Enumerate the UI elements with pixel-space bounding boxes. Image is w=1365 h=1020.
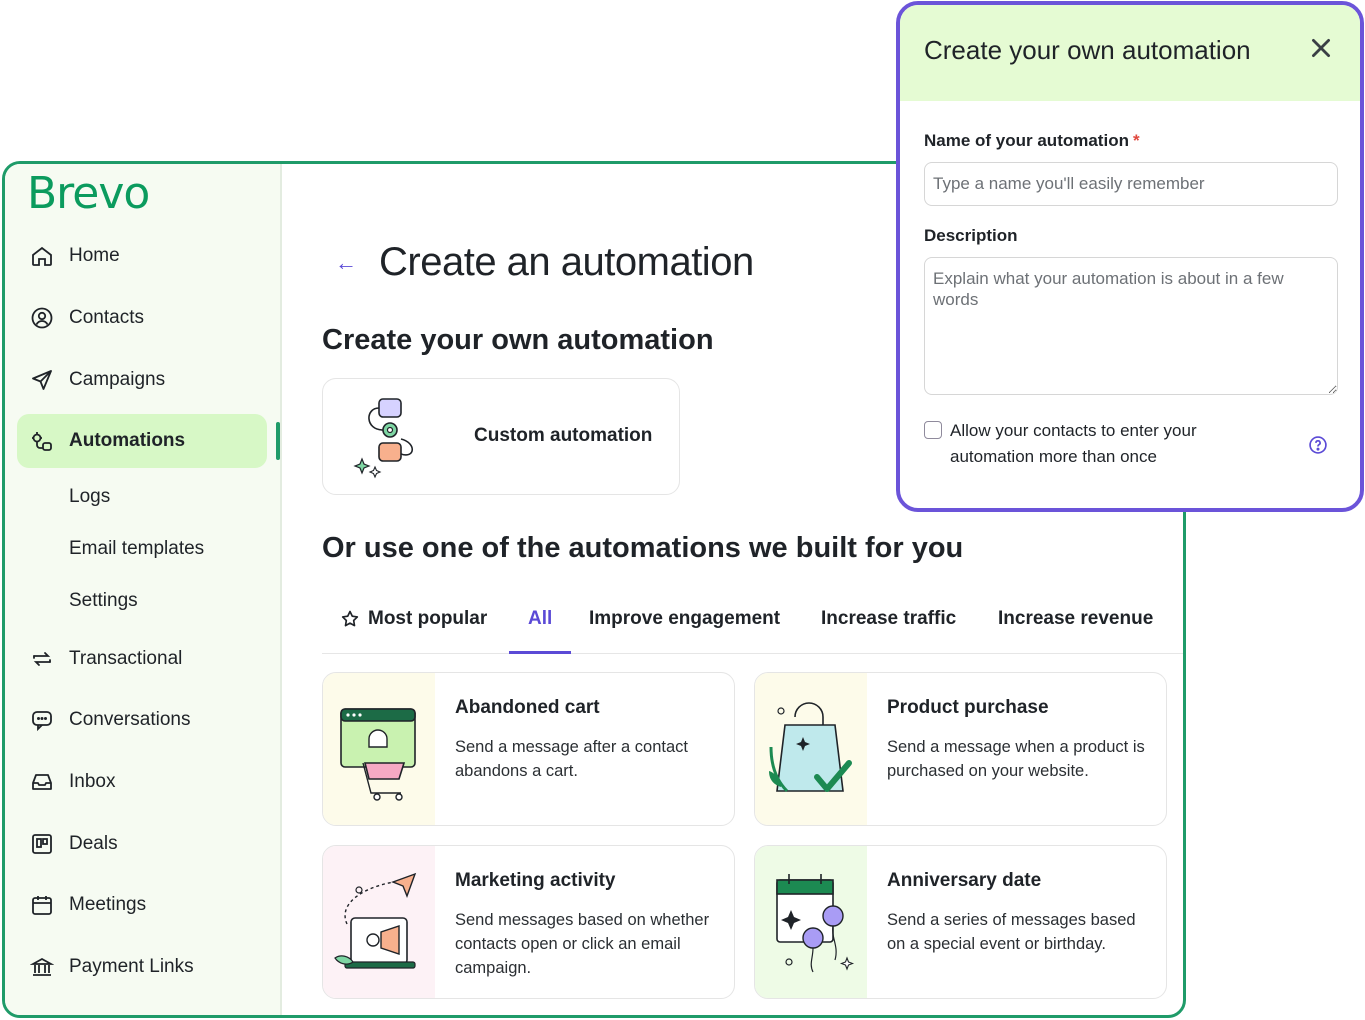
sidebar-item-label: Inbox — [69, 771, 116, 792]
own-automation-heading: Create your own automation — [322, 324, 714, 356]
bank-icon — [29, 954, 55, 980]
name-label-text: Name of your automation — [924, 131, 1129, 150]
custom-automation-label: Custom automation — [474, 425, 653, 446]
automation-icon — [29, 428, 55, 454]
modal-header: Create your own automation — [900, 5, 1360, 101]
allow-reentry-checkbox[interactable] — [924, 421, 942, 439]
description-field-label: Description — [924, 226, 1018, 245]
template-description: Send a message after a contact abandons … — [455, 738, 688, 780]
sidebar-item-label: Contacts — [69, 307, 144, 328]
tab-most-popular[interactable]: Most popular — [340, 608, 487, 630]
template-description: Send messages based on whether contacts … — [455, 911, 710, 977]
builtin-automations-heading: Or use one of the automations we built f… — [322, 532, 964, 564]
contacts-icon — [29, 305, 55, 331]
megaphone-illustration-icon — [323, 846, 435, 998]
template-description: Send a message when a product is purchas… — [887, 738, 1145, 780]
calendar-balloons-illustration-icon — [755, 846, 867, 998]
workflow-illustration-icon — [347, 395, 427, 483]
tab-increase-traffic[interactable]: Increase traffic — [821, 608, 957, 629]
automation-name-input[interactable] — [924, 162, 1338, 206]
filter-tabs: Most popular All Improve engagement Incr… — [322, 596, 1183, 654]
sidebar-item-deals[interactable]: Deals — [17, 817, 267, 871]
template-title: Marketing activity — [455, 870, 616, 891]
page-title: Create an automation — [379, 240, 754, 284]
sidebar-item-label: Transactional — [69, 648, 183, 669]
sidebar-item-contacts[interactable]: Contacts — [17, 291, 267, 345]
custom-automation-card[interactable]: Custom automation — [322, 378, 680, 495]
home-icon — [29, 243, 55, 269]
sidebar-item-meetings[interactable]: Meetings — [17, 878, 267, 932]
template-title: Abandoned cart — [455, 697, 600, 718]
template-card-marketing-activity[interactable]: Marketing activity Send messages based o… — [322, 845, 735, 999]
deals-icon — [29, 831, 55, 857]
sidebar-item-label: Payment Links — [69, 956, 194, 977]
transfer-icon — [29, 646, 55, 672]
sidebar-item-label: Conversations — [69, 709, 191, 730]
modal-title: Create your own automation — [924, 35, 1251, 65]
description-textarea[interactable] — [924, 257, 1338, 395]
close-icon[interactable] — [1308, 35, 1336, 63]
sidebar-item-label: Home — [69, 245, 120, 266]
active-indicator — [276, 422, 280, 460]
template-title: Anniversary date — [887, 870, 1042, 891]
sidebar-subitem-settings[interactable]: Settings — [69, 590, 138, 611]
template-description: Send a series of messages based on a spe… — [887, 911, 1136, 953]
inbox-icon — [29, 769, 55, 795]
active-tab-underline — [509, 651, 571, 654]
sidebar-item-home[interactable]: Home — [17, 229, 267, 283]
template-title: Product purchase — [887, 697, 1049, 718]
allow-reentry-label[interactable]: Allow your contacts to enter your automa… — [950, 421, 1197, 466]
shopping-bag-illustration-icon — [755, 673, 867, 825]
tab-improve-engagement[interactable]: Improve engagement — [589, 608, 781, 629]
cart-illustration-icon — [323, 673, 435, 825]
sidebar-item-label: Campaigns — [69, 369, 166, 390]
sidebar: Brevo Home Contacts Campaigns Automation… — [5, 164, 282, 1015]
sidebar-subitem-logs[interactable]: Logs — [69, 486, 111, 507]
sidebar-item-label: Deals — [69, 833, 118, 854]
back-arrow-icon[interactable]: ← — [335, 250, 357, 275]
sidebar-item-transactional[interactable]: Transactional — [17, 632, 267, 686]
name-field-label: Name of your automation* — [924, 131, 1140, 151]
sidebar-item-payment-links[interactable]: Payment Links — [17, 940, 267, 994]
sidebar-item-inbox[interactable]: Inbox — [17, 755, 267, 809]
sidebar-item-automations[interactable]: Automations — [17, 414, 267, 468]
sidebar-item-label: Meetings — [69, 894, 147, 915]
tab-all[interactable]: All — [528, 608, 553, 629]
chat-icon — [29, 707, 55, 733]
sidebar-item-conversations[interactable]: Conversations — [17, 693, 267, 747]
sidebar-subitem-email-templates[interactable]: Email templates — [69, 538, 205, 559]
template-card-anniversary-date[interactable]: Anniversary date Send a series of messag… — [754, 845, 1167, 999]
tab-increase-revenue[interactable]: Increase revenue — [998, 608, 1154, 629]
template-card-product-purchase[interactable]: Product purchase Send a message when a p… — [754, 672, 1167, 826]
send-icon — [29, 367, 55, 393]
help-icon[interactable] — [1308, 435, 1328, 455]
create-automation-modal: Create your own automation Name of your … — [896, 1, 1364, 512]
tab-label: Most popular — [368, 608, 488, 629]
sidebar-item-label: Automations — [69, 430, 186, 451]
sidebar-item-campaigns[interactable]: Campaigns — [17, 353, 267, 407]
required-asterisk: * — [1132, 131, 1140, 150]
star-icon — [341, 610, 359, 627]
template-card-abandoned-cart[interactable]: Abandoned cart Send a message after a co… — [322, 672, 735, 826]
calendar-icon — [29, 892, 55, 918]
brevo-logo[interactable]: Brevo — [27, 168, 150, 219]
